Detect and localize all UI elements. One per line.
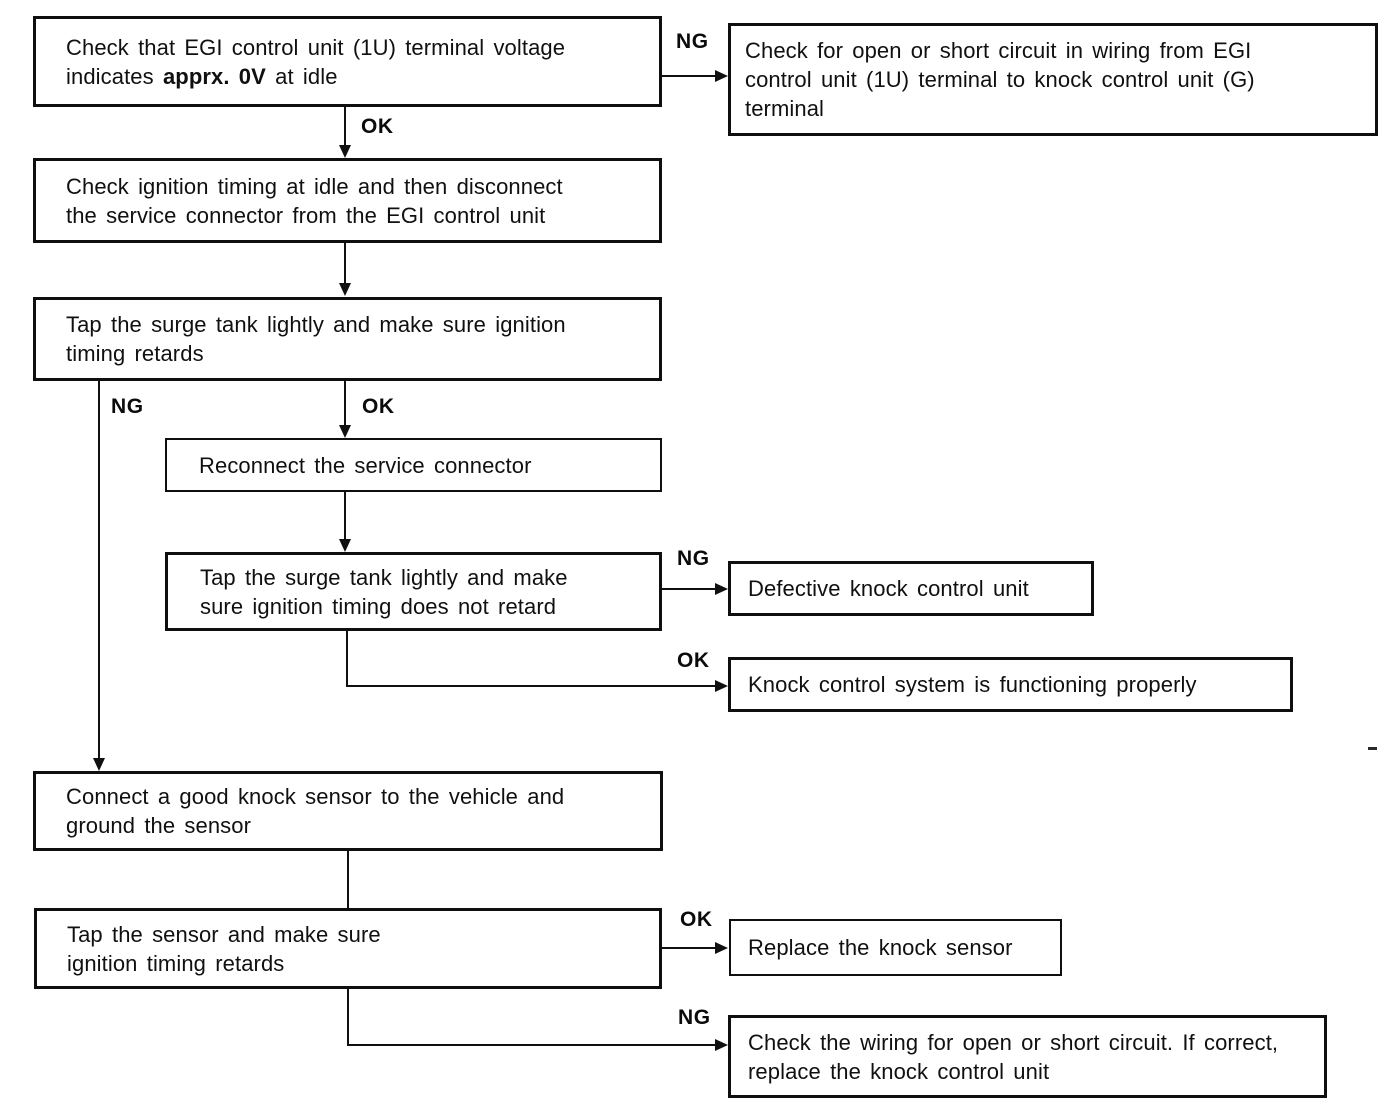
- node-text-line: ignition timing retards: [67, 950, 285, 976]
- node-text-segment: at idle: [265, 63, 338, 89]
- node-connect-good-knock-sensor: Connect a good knock sensor to the vehic…: [33, 771, 663, 851]
- branch-label-ok: OK: [361, 115, 394, 138]
- node-text-line: timing retards: [66, 341, 204, 366]
- connector-line: [662, 75, 715, 77]
- branch-label-ok: OK: [680, 908, 713, 931]
- arrowhead-icon: [715, 942, 728, 954]
- node-text-line: Knock control system is functioning prop…: [748, 672, 1197, 697]
- connector-line: [98, 381, 100, 758]
- branch-label-ok: OK: [362, 395, 395, 418]
- node-text-line: Tap the surge tank lightly and make: [200, 564, 568, 590]
- connector-line: [662, 947, 715, 949]
- node-text-line: Tap the surge tank lightly and make sure…: [66, 312, 566, 337]
- branch-label-ng: NG: [676, 30, 709, 53]
- connector-line: [347, 851, 349, 908]
- connector-line: [662, 588, 715, 590]
- connector-line: [344, 243, 346, 283]
- node-text-line: Check for open or short circuit in wirin…: [745, 38, 1252, 63]
- arrowhead-icon: [715, 1039, 728, 1051]
- node-text-line: indicates apprx. 0V at idle: [66, 62, 338, 91]
- branch-label-ng: NG: [678, 1006, 711, 1029]
- node-text-line: control unit (1U) terminal to knock cont…: [745, 67, 1255, 92]
- branch-label-ng: NG: [677, 547, 710, 570]
- node-text-line: the service connector from the EGI contr…: [66, 202, 546, 228]
- node-text-segment: indicates: [66, 63, 163, 89]
- node-text-line: Check that EGI control unit (1U) termina…: [66, 34, 566, 60]
- arrowhead-icon: [339, 425, 351, 438]
- connector-line: [347, 1044, 715, 1046]
- node-text-line: Check the wiring for open or short circu…: [748, 1029, 1279, 1055]
- node-check-wiring-replace-unit: Check the wiring for open or short circu…: [728, 1015, 1327, 1098]
- connector-line: [344, 107, 346, 145]
- node-check-terminal-voltage: Check that EGI control unit (1U) termina…: [33, 16, 662, 107]
- arrowhead-icon: [339, 283, 351, 296]
- node-text-line: Reconnect the service connector: [199, 452, 532, 478]
- node-replace-knock-sensor: Replace the knock sensor: [729, 919, 1062, 976]
- arrowhead-icon: [93, 758, 105, 771]
- connector-line: [346, 685, 715, 687]
- arrowhead-icon: [339, 539, 351, 552]
- node-tap-surge-tank-no-retard: Tap the surge tank lightly and make sure…: [165, 552, 662, 631]
- node-tap-surge-tank-retards: Tap the surge tank lightly and make sure…: [33, 297, 662, 381]
- node-text-line: Replace the knock sensor: [748, 935, 1013, 960]
- connector-line: [344, 492, 346, 539]
- node-tap-sensor-retards: Tap the sensor and make sure ignition ti…: [34, 908, 662, 989]
- node-text-line: Defective knock control unit: [748, 576, 1029, 601]
- arrowhead-icon: [715, 583, 728, 595]
- node-text-line: terminal: [745, 96, 825, 121]
- node-text-line: sure ignition timing does not retard: [200, 593, 557, 619]
- node-system-functioning-properly: Knock control system is functioning prop…: [728, 657, 1293, 712]
- node-check-ignition-timing: Check ignition timing at idle and then d…: [33, 158, 662, 243]
- arrowhead-icon: [715, 70, 728, 82]
- arrowhead-icon: [339, 145, 351, 158]
- branch-label-ok: OK: [677, 649, 710, 672]
- node-text-line: Tap the sensor and make sure: [67, 921, 381, 947]
- branch-label-ng: NG: [111, 395, 144, 418]
- node-text-line: replace the knock control unit: [748, 1058, 1050, 1084]
- connector-line: [346, 631, 348, 687]
- connector-line: [344, 381, 346, 425]
- node-reconnect-service-connector: Reconnect the service connector: [165, 438, 662, 492]
- node-defective-knock-control-unit: Defective knock control unit: [728, 561, 1094, 616]
- node-text-bold-segment: apprx. 0V: [162, 63, 266, 89]
- node-text-line: ground the sensor: [66, 813, 252, 838]
- scan-speck: [1368, 747, 1377, 750]
- connector-line: [347, 989, 349, 1046]
- arrowhead-icon: [715, 680, 728, 692]
- node-text-line: Check ignition timing at idle and then d…: [66, 173, 563, 199]
- node-text-line: Connect a good knock sensor to the vehic…: [66, 784, 565, 809]
- node-check-wiring-egi-to-knock-unit: Check for open or short circuit in wirin…: [728, 23, 1378, 136]
